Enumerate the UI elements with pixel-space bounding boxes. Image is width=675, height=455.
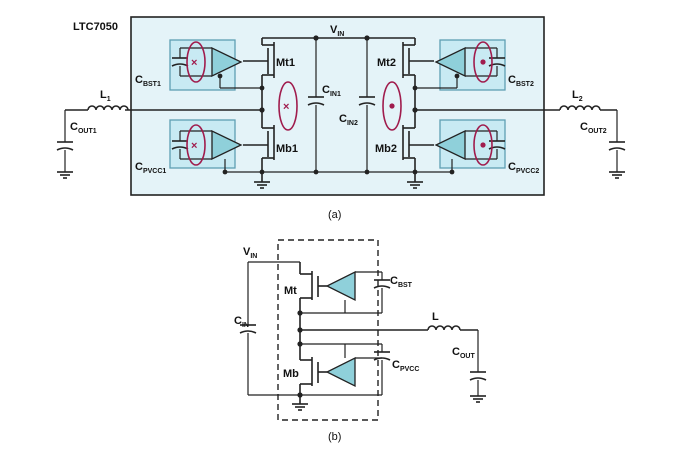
- cout-label: COUT: [452, 346, 475, 360]
- current-loop-icon: [186, 124, 206, 166]
- loop-x-mark: ×: [191, 57, 197, 69]
- current-loop-icon: [382, 81, 402, 131]
- cin2-label: CIN2: [339, 113, 358, 127]
- l2-inductor: [559, 105, 601, 111]
- input-capacitors: CIN1 CIN2: [262, 38, 415, 175]
- loop-x-mark: ×: [191, 140, 197, 152]
- current-loops: × × ×: [186, 41, 493, 166]
- cpvcc2-label: CPVCC2: [508, 161, 539, 175]
- current-loop-icon: [473, 41, 493, 83]
- caption-a: (a): [328, 209, 341, 221]
- cpvcc1-label: CPVCC1: [135, 161, 166, 175]
- cbst-label: CBST: [390, 275, 413, 289]
- l2-label: L2: [572, 89, 583, 103]
- cbst1-label: CBST1: [135, 74, 161, 88]
- cpvcc-label: CPVCC: [392, 359, 419, 373]
- cin-label: CIN: [234, 315, 249, 329]
- diagram-a: LTC7050 VIN Mt1: [56, 16, 626, 221]
- gate-driver-amp-mb2: [434, 129, 466, 161]
- l-label: L: [432, 311, 439, 323]
- cout1-label: COUT1: [70, 121, 97, 135]
- mt-label: Mt: [284, 285, 297, 297]
- cout2-label: COUT2: [580, 121, 607, 135]
- cbst2-label: CBST2: [508, 74, 534, 88]
- caption-b: (b): [328, 431, 341, 443]
- loop-x-mark: ×: [283, 101, 289, 113]
- gate-driver-amp-mb: [325, 356, 356, 388]
- vin-label-a: VIN: [330, 24, 344, 38]
- left-half-bridge: Mt1 Mb1: [125, 38, 298, 189]
- mb2-label: Mb2: [375, 143, 397, 155]
- gate-driver-amp-mt: [325, 270, 356, 302]
- diagram-b: VIN CIN Mt Mb: [234, 239, 487, 443]
- output-right: L2 COUT2: [559, 89, 626, 179]
- current-loop-icon: [186, 41, 206, 83]
- mb1-label: Mb1: [276, 143, 298, 155]
- current-loop-icon: [473, 124, 493, 166]
- l-inductor: [427, 325, 461, 331]
- gate-driver-amp-mt1: [211, 46, 243, 78]
- mt2-label: Mt2: [377, 57, 396, 69]
- l1-label: L1: [100, 89, 111, 103]
- cin1-label: CIN1: [322, 84, 341, 98]
- mb-label: Mb: [283, 368, 299, 380]
- mt1-label: Mt1: [276, 57, 295, 69]
- gate-driver-amp-mt2: [434, 46, 466, 78]
- current-loop-icon: [278, 81, 298, 131]
- output-left: L1 COUT1: [56, 89, 129, 179]
- right-half-bridge: Mt2 Mb2: [375, 38, 560, 189]
- chip-label: LTC7050: [73, 21, 118, 33]
- l1-inductor: [87, 105, 129, 111]
- gate-driver-amp-mb1: [211, 129, 243, 161]
- vin-label-b: VIN: [243, 246, 257, 260]
